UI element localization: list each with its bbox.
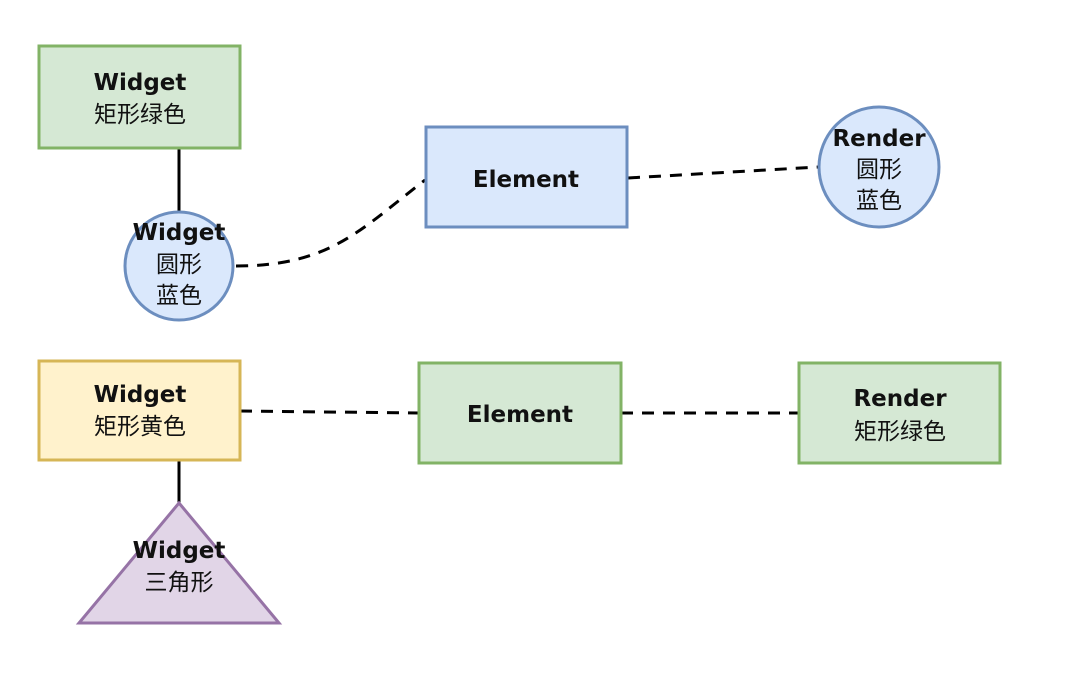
node-widget-blue-circle: Widget 圆形 蓝色 <box>123 210 235 322</box>
node-subtitle: 矩形绿色 <box>854 419 946 445</box>
node-subtitle: 矩形黄色 <box>94 414 186 440</box>
node-widget-green-rect: Widget 矩形绿色 <box>37 44 242 150</box>
node-line3: 蓝色 <box>856 188 902 214</box>
node-title: Element <box>467 402 573 428</box>
node-title: Widget <box>133 220 226 246</box>
node-title: Widget <box>133 538 226 564</box>
node-line3: 蓝色 <box>156 283 202 309</box>
node-subtitle: 矩形绿色 <box>94 102 186 128</box>
node-line2: 圆形 <box>856 157 902 183</box>
node-widget-purple-triangle: Widget 三角形 <box>75 500 283 625</box>
node-element-blue-rect: Element <box>424 125 629 229</box>
node-title: Element <box>473 167 579 193</box>
node-render-blue-circle: Render 圆形 蓝色 <box>817 105 941 229</box>
node-render-green-rect: Render 矩形绿色 <box>797 361 1002 465</box>
node-title: Render <box>832 126 926 152</box>
node-line2: 圆形 <box>156 252 202 278</box>
node-title: Render <box>853 386 947 412</box>
node-element-green-rect: Element <box>417 361 623 465</box>
node-widget-yellow-rect: Widget 矩形黄色 <box>37 359 242 462</box>
edge-widget-to-element-top <box>235 178 426 268</box>
edge-element-to-render-top <box>627 165 819 180</box>
node-title: Widget <box>94 382 187 408</box>
node-title: Widget <box>94 70 187 96</box>
edge-widget-to-element-bottom <box>239 409 420 415</box>
node-subtitle: 三角形 <box>145 570 214 596</box>
